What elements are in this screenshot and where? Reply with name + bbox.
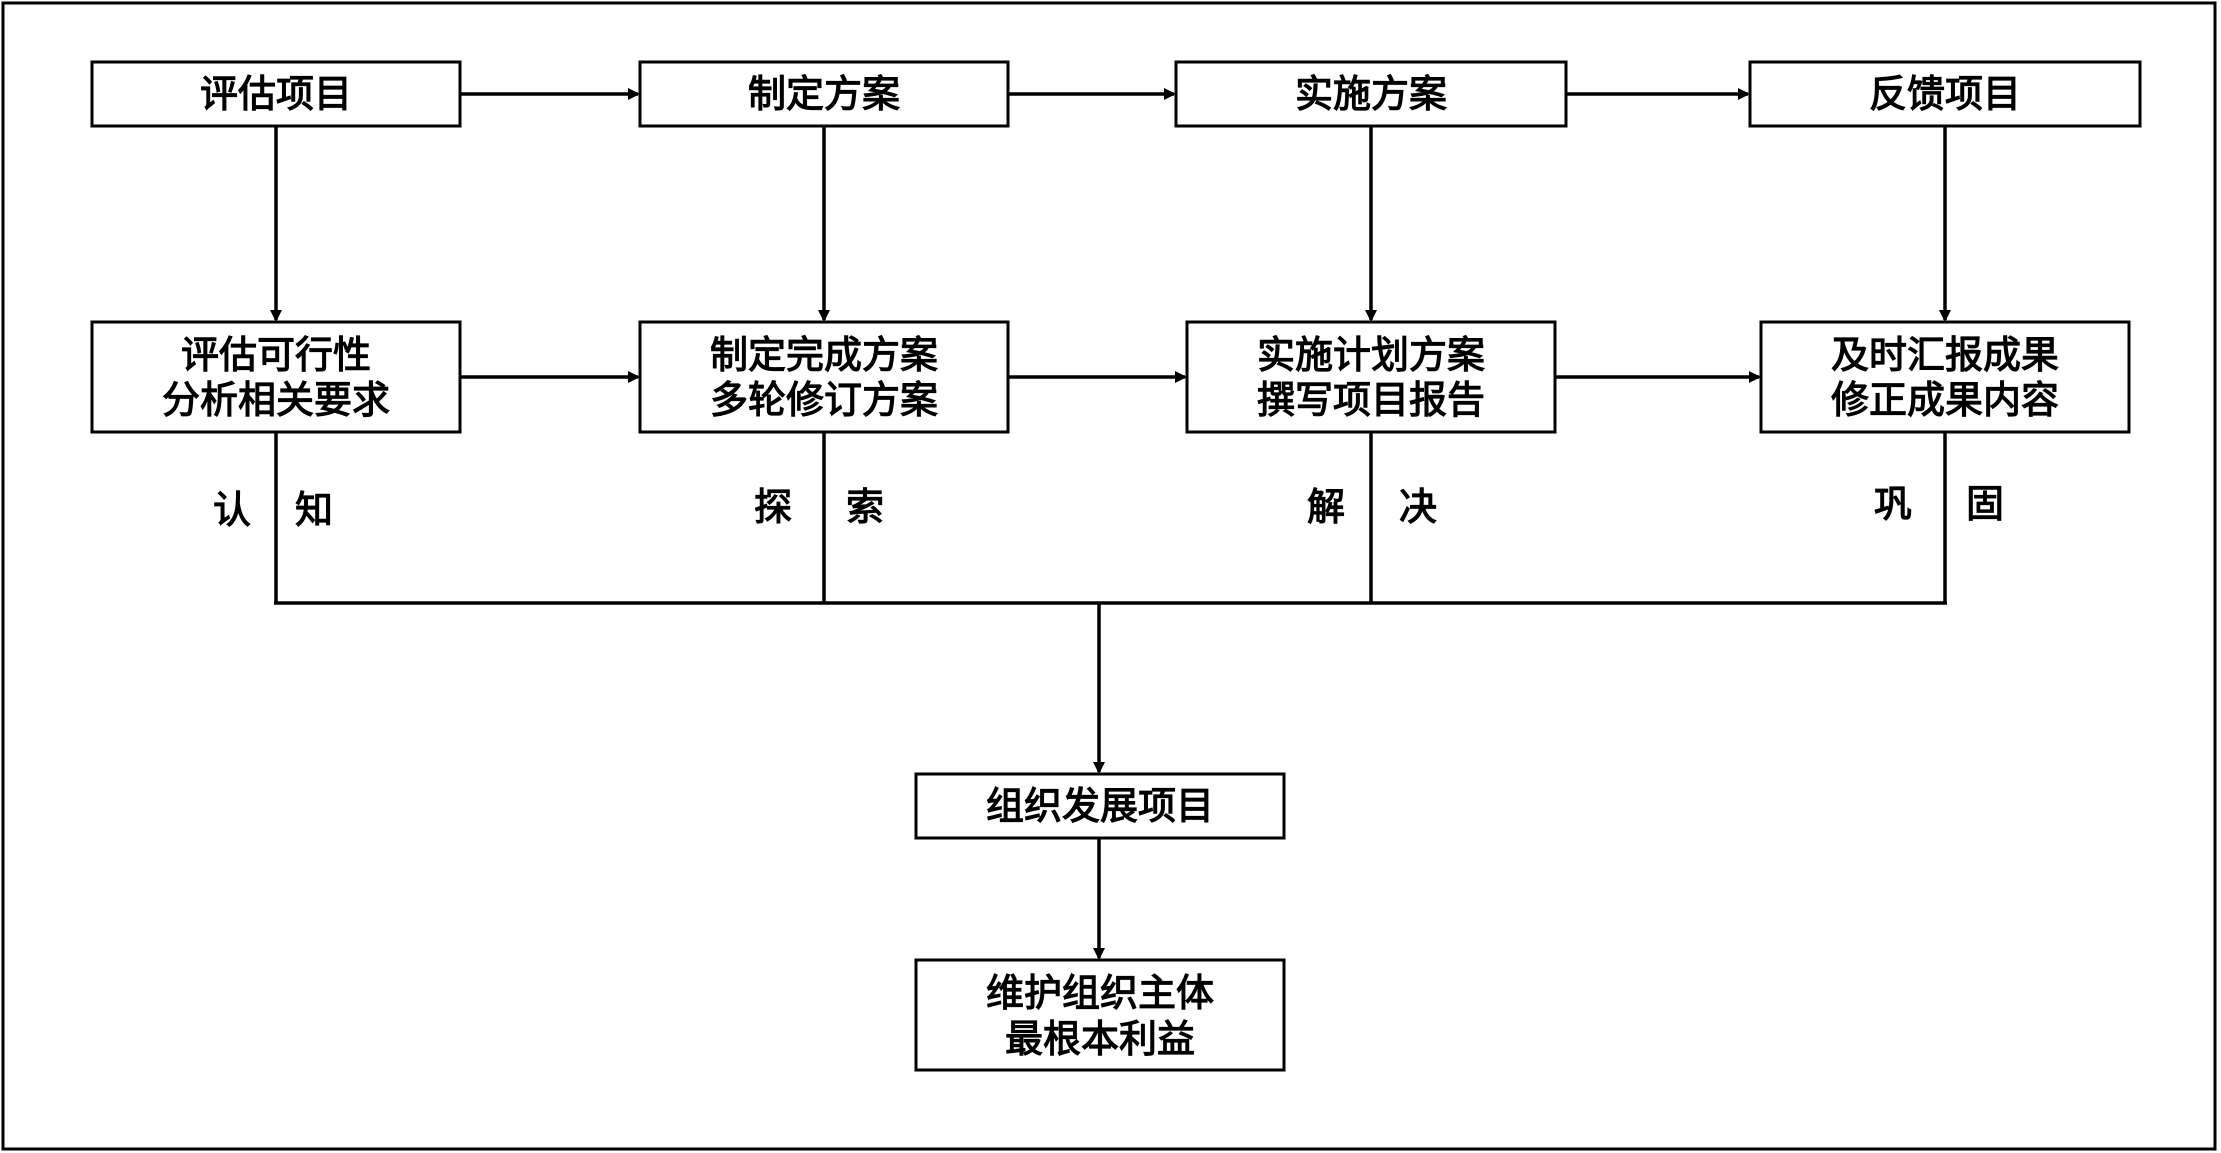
box-evaluate-project: 评估项目 xyxy=(90,60,462,128)
box-formulate-detail-line2: 多轮修订方案 xyxy=(710,378,939,422)
box-maintain-interest: 维护组织主体 最根本利益 xyxy=(914,958,1286,1072)
box-maintain-interest-line2: 最根本利益 xyxy=(1005,1017,1195,1061)
box-implement-plan-label: 实施方案 xyxy=(1295,72,1448,116)
stage-resolution-char2: 决 xyxy=(1399,485,1437,529)
stage-consolidation-char2: 固 xyxy=(1966,482,2004,526)
box-evaluate-detail-line1: 评估可行性 xyxy=(181,333,371,377)
box-formulate-detail-line1: 制定完成方案 xyxy=(710,333,939,377)
box-implement-detail-line2: 撰写项目报告 xyxy=(1257,378,1485,422)
stage-cognition-char1: 认 xyxy=(213,488,251,532)
box-evaluate-project-label: 评估项目 xyxy=(200,72,352,116)
box-feedback-detail: 及时汇报成果 修正成果内容 xyxy=(1759,320,2131,434)
box-feedback-project-label: 反馈项目 xyxy=(1869,72,2021,116)
stage-consolidation-char1: 巩 xyxy=(1874,482,1912,526)
stage-cognition-char2: 知 xyxy=(295,488,333,532)
box-organize-project-label: 组织发展项目 xyxy=(986,784,1214,828)
box-organize-project: 组织发展项目 xyxy=(914,772,1286,840)
box-evaluate-detail-line2: 分析相关要求 xyxy=(162,378,390,422)
stage-exploration-char2: 索 xyxy=(846,485,884,529)
box-formulate-plan: 制定方案 xyxy=(638,60,1010,128)
box-evaluate-detail: 评估可行性 分析相关要求 xyxy=(90,320,462,434)
box-formulate-detail: 制定完成方案 多轮修订方案 xyxy=(638,320,1010,434)
box-feedback-project: 反馈项目 xyxy=(1748,60,2142,128)
box-maintain-interest-line1: 维护组织主体 xyxy=(986,971,1214,1015)
stage-resolution-char1: 解 xyxy=(1307,485,1345,529)
box-implement-plan: 实施方案 xyxy=(1174,60,1568,128)
box-formulate-plan-label: 制定方案 xyxy=(748,72,901,116)
box-implement-detail-line1: 实施计划方案 xyxy=(1257,333,1486,377)
stage-exploration-char1: 探 xyxy=(754,485,792,529)
box-implement-detail: 实施计划方案 撰写项目报告 xyxy=(1185,320,1557,434)
box-feedback-detail-line2: 修正成果内容 xyxy=(1831,378,2059,422)
box-feedback-detail-line1: 及时汇报成果 xyxy=(1831,333,2059,377)
